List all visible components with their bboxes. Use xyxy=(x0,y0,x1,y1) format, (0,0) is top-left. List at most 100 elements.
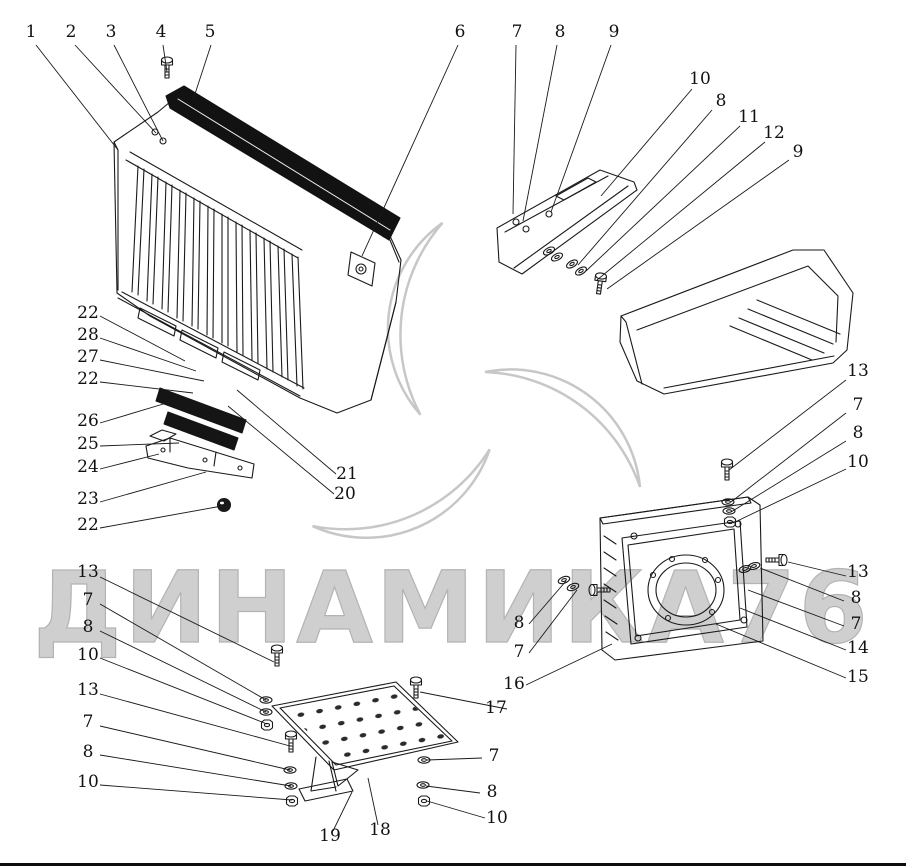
callout-leader-13 xyxy=(99,576,275,663)
callout-label-4: 4 xyxy=(156,22,167,42)
callout-leader-8 xyxy=(522,44,558,222)
callout-label-8: 8 xyxy=(851,588,862,608)
callout-leader-22 xyxy=(99,505,223,529)
callout-label-9: 9 xyxy=(793,142,804,162)
callout-label-19: 19 xyxy=(319,826,341,846)
callout-label-5: 5 xyxy=(205,22,216,42)
callout-leader-8 xyxy=(99,754,292,787)
callout-label-7: 7 xyxy=(512,22,523,42)
callout-label-7: 7 xyxy=(83,590,94,610)
mount-bracket-drawing xyxy=(496,169,638,275)
callout-label-8: 8 xyxy=(716,91,727,111)
bolt-icon xyxy=(160,56,174,79)
nut-icon xyxy=(285,795,299,807)
callout-label-13: 13 xyxy=(77,680,99,700)
callout-label-22: 22 xyxy=(77,303,99,323)
callout-leader-12 xyxy=(596,141,766,281)
callout-leader-13 xyxy=(99,693,291,747)
callout-leader-28 xyxy=(99,337,197,372)
watermark: ДИНАМИКА76 xyxy=(33,221,870,667)
callout-label-22: 22 xyxy=(77,369,99,389)
callout-leader-17 xyxy=(419,691,508,710)
callout-label-12: 12 xyxy=(763,123,785,143)
lower-trim-drawing xyxy=(145,387,255,513)
callout-leader-20 xyxy=(227,405,335,495)
bolt-icon xyxy=(720,458,734,481)
washer-icon xyxy=(573,264,589,278)
callout-label-10: 10 xyxy=(486,808,508,828)
callout-label-24: 24 xyxy=(77,457,99,477)
callout-leader-8 xyxy=(99,630,267,713)
callout-label-9: 9 xyxy=(609,22,620,42)
callout-leader-4 xyxy=(162,44,168,73)
callout-label-10: 10 xyxy=(77,645,99,665)
callout-label-26: 26 xyxy=(77,411,99,431)
callout-label-8: 8 xyxy=(83,742,94,762)
bottom-edge-line xyxy=(0,863,906,866)
callout-label-10: 10 xyxy=(847,452,869,472)
callout-label-7: 7 xyxy=(851,614,862,634)
callout-leader-7 xyxy=(426,757,483,761)
callout-leader-3 xyxy=(113,44,164,142)
callout-leader-9 xyxy=(606,159,790,290)
callout-leader-10 xyxy=(99,784,293,801)
callout-label-2: 2 xyxy=(66,22,77,42)
callout-label-21: 21 xyxy=(336,464,358,484)
callout-leader-7 xyxy=(730,412,847,503)
callout-label-8: 8 xyxy=(853,423,864,443)
callout-leader-10 xyxy=(732,468,847,524)
callout-label-16: 16 xyxy=(503,674,525,694)
callout-leader-23 xyxy=(99,471,207,503)
callout-label-27: 27 xyxy=(77,347,99,367)
washer-icon xyxy=(564,257,580,271)
watermark-logo-icon xyxy=(311,221,642,587)
callout-label-8: 8 xyxy=(514,613,525,633)
callout-leader-7 xyxy=(512,44,517,215)
callout-label-17: 17 xyxy=(485,698,507,718)
callout-leader-18 xyxy=(367,777,379,826)
callout-label-13: 13 xyxy=(847,562,869,582)
callout-label-23: 23 xyxy=(77,489,99,509)
callout-label-7: 7 xyxy=(853,395,864,415)
callout-leader-14 xyxy=(739,607,847,651)
callout-label-1: 1 xyxy=(26,22,37,42)
callout-label-13: 13 xyxy=(77,562,99,582)
callout-leader-7 xyxy=(528,589,578,654)
callout-leader-8 xyxy=(577,109,713,266)
callout-leader-8 xyxy=(730,440,847,513)
callout-leader-8 xyxy=(528,580,567,625)
callout-leader-6 xyxy=(361,44,459,257)
bolt-icon xyxy=(284,730,298,753)
callout-leader-25 xyxy=(99,442,180,447)
callout-label-8: 8 xyxy=(487,782,498,802)
callout-leader-16 xyxy=(525,643,613,686)
callout-leader-5 xyxy=(192,44,212,101)
callout-leader-9 xyxy=(550,44,612,213)
callout-leader-24 xyxy=(99,453,160,470)
watermark-text: ДИНАМИКА76 xyxy=(33,551,870,666)
callout-leader-13 xyxy=(787,561,847,577)
callout-label-15: 15 xyxy=(847,667,869,687)
callout-leader-1 xyxy=(35,44,119,151)
callout-label-18: 18 xyxy=(369,820,391,840)
callout-leader-22 xyxy=(99,315,186,362)
callout-leader-19 xyxy=(332,791,353,832)
callout-label-7: 7 xyxy=(83,712,94,732)
front-panel-drawing xyxy=(113,85,402,414)
nut-icon xyxy=(260,719,274,731)
callout-label-22: 22 xyxy=(77,515,99,535)
callout-leader-15 xyxy=(715,623,847,679)
callout-label-7: 7 xyxy=(489,746,500,766)
callout-leader-10 xyxy=(99,657,268,725)
callout-label-3: 3 xyxy=(106,22,117,42)
callout-leader-10 xyxy=(426,800,486,819)
callout-leader-7 xyxy=(99,603,267,701)
callout-label-10: 10 xyxy=(77,772,99,792)
callout-label-25: 25 xyxy=(77,434,99,454)
callout-leader-11 xyxy=(585,125,741,272)
callout-leader-26 xyxy=(99,401,171,424)
callout-label-10: 10 xyxy=(689,69,711,89)
callout-leader-2 xyxy=(74,44,157,134)
